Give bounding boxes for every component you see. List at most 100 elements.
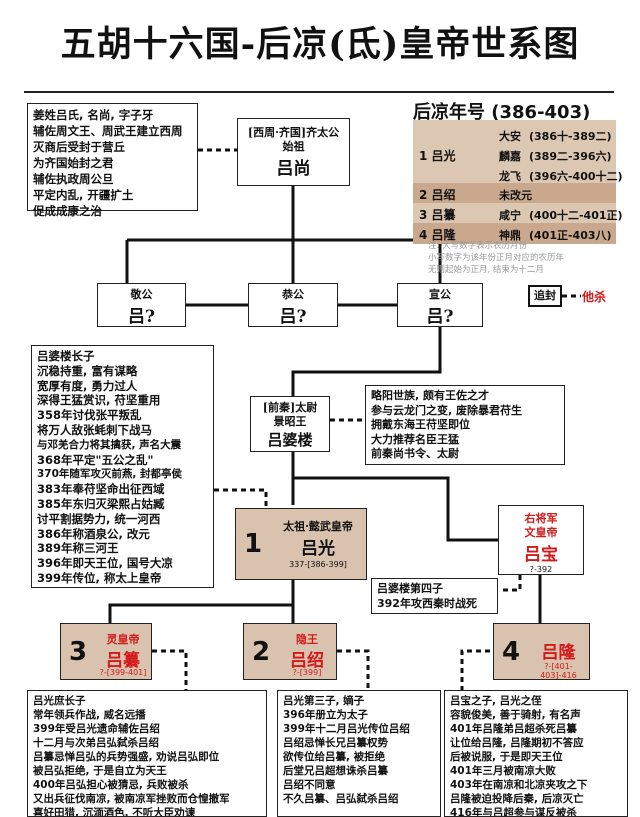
- note-line: 辅佐周文王、周武王建立西周: [33, 124, 183, 138]
- note-line: 383年奉苻坚命出征西域: [37, 482, 165, 497]
- node-name: 吕?: [128, 307, 155, 327]
- note-line: 为齐国始封之君: [33, 156, 114, 170]
- era-years: (400十二-401正): [529, 209, 623, 222]
- era-years: (389二-396六): [529, 150, 612, 163]
- note-line: 欲传位给吕纂, 被拒绝: [283, 751, 386, 763]
- note-line: 后堂兄吕超想诛杀吕纂: [283, 765, 388, 777]
- emperor-name: 吕光: [301, 539, 335, 559]
- era-name: 咸宁: [499, 209, 521, 222]
- emperor-number: 1: [244, 529, 263, 559]
- note-line: 396年即天王位, 国号大凉: [37, 556, 173, 571]
- note-line: 吕光庶长子: [33, 695, 86, 707]
- node-title: [前秦]太尉: [262, 401, 318, 414]
- node-xuangong: 宣公 吕?: [397, 283, 483, 327]
- node-title: [西周·齐国]齐太公: [247, 126, 340, 139]
- emperor-title: 太祖·懿武皇帝: [283, 520, 353, 533]
- note-lvpolou: 略阳世族, 颇有王佐之才 参与云龙门之变, 废除暴君苻生 拥戴东海王苻坚即位 大…: [365, 385, 565, 465]
- footnote-line: 无则起始为正月, 结束为十二月: [428, 265, 544, 275]
- node-name: 吕婆楼: [267, 431, 313, 449]
- era-row-lvshao: 2 吕绍 未改元: [413, 183, 616, 203]
- note-lvshang: 姜姓吕氏, 名尚, 字子牙 辅佐周文王、周武王建立西周 灭商后受封于营丘 为齐国…: [27, 103, 198, 218]
- note-line: 吕绍忌惮长兄吕纂权势: [283, 737, 388, 749]
- era-row-lvguang: 1 吕光 大安 (386十-389二) 麟嘉 (389二-396六) 龙飞 (3…: [413, 120, 623, 190]
- note-line: 399年受吕光遗命辅佐吕绍: [33, 723, 160, 735]
- node-title: 敬公: [130, 288, 153, 301]
- emperor-dates: ?-[401-403]-416: [540, 662, 577, 680]
- era-name: 未改元: [499, 189, 532, 202]
- note-line: 又出兵征伐南凉, 被南凉军挫败而仓惶撤军: [33, 793, 230, 805]
- line-lvguang-children: [108, 580, 295, 623]
- dash-lvlong-note: [460, 649, 490, 690]
- note-line: 前秦尚书令、太尉: [371, 447, 459, 460]
- node-lvbao: 右将军 文皇帝 吕宝 ?-392: [498, 505, 584, 575]
- note-line: 略阳世族, 颇有王佐之才: [371, 389, 490, 402]
- note-line: 大力推荐名臣王猛: [371, 432, 459, 446]
- era-row-lvzuan: 3 吕纂 咸宁 (400十二-401正): [413, 203, 623, 223]
- line-xuan-lvpolou: [291, 326, 442, 396]
- note-line: 吕婆楼第四子: [377, 582, 443, 595]
- note-lvlong: 吕宝之子, 吕光之侄 容貌俊美, 善于骑射, 有名声 401年吕隆弟吕超杀死吕纂…: [444, 690, 628, 817]
- emperor-dates: ?-[399]: [292, 668, 322, 677]
- note-line: 宽厚有度, 勇力过人: [37, 378, 138, 393]
- note-line: 399年传位, 称太上皇帝: [37, 570, 162, 585]
- note-line: 396年册立为太子: [283, 709, 368, 721]
- note-line: 吕绍不同意: [283, 779, 336, 791]
- node-title: 恭公: [282, 288, 304, 301]
- note-line: 平定内乱, 开疆扩土: [33, 188, 134, 202]
- dash-lvbao-note: [500, 575, 522, 592]
- footnote-line: 小写数字为该年份正月对应的农历年: [428, 253, 565, 263]
- note-line: 参与云龙门之变, 废除暴君苻生: [371, 403, 523, 417]
- note-line: 辅佐执政周公旦: [33, 172, 114, 186]
- emperor-number: 2: [252, 636, 271, 667]
- note-line: 促成成康之治: [33, 204, 102, 218]
- dash-lvshao-note: [337, 649, 370, 690]
- note-line: 392年攻西秦时战死: [377, 596, 477, 610]
- node-name: 吕尚: [276, 159, 311, 179]
- node-lvzuan: 3 灵皇帝 吕纂 ?-[399-401]: [60, 623, 152, 680]
- note-line: 喜好田猎, 沉湎酒色, 不听大臣劝谏: [33, 807, 196, 817]
- note-line: 吕婆楼长子: [37, 349, 95, 363]
- note-line: 吕隆被迫投降后秦, 后凉灭亡: [450, 793, 584, 805]
- emperor-name: 吕绍: [290, 651, 324, 671]
- note-line: 416年与吕超参与谋反被杀: [450, 807, 577, 817]
- note-line: 沉稳持重, 富有谋略: [37, 363, 138, 378]
- note-line: 容貌俊美, 善于骑射, 有名声: [450, 709, 581, 721]
- note-lvbao: 吕婆楼第四子 392年攻西秦时战死: [371, 578, 498, 614]
- note-line: 灭商后受封于营丘: [33, 140, 125, 154]
- era-name: 龙飞: [499, 170, 521, 183]
- note-lvguang: 吕婆楼长子 沉稳持重, 富有谋略 宽厚有度, 勇力过人 深得王猛赏识, 苻坚重用…: [31, 345, 214, 588]
- note-line: 399年十二月吕光传位吕绍: [283, 723, 410, 735]
- note-line: 被吕弘拒绝, 于是自立为天王: [33, 765, 167, 777]
- node-gonggong: 恭公 吕?: [248, 283, 338, 327]
- note-line: 深得王猛赏识, 苻坚重用: [37, 393, 161, 408]
- node-subtitle: 文皇帝: [524, 526, 558, 539]
- note-line: 十二月与次弟吕弘弑杀吕绍: [33, 737, 159, 749]
- note-lvshao: 吕光第三子, 嫡子 396年册立为太子 399年十二月吕光传位吕绍 吕绍忌惮长兄…: [277, 690, 441, 817]
- era-ruler: 2 吕绍: [419, 188, 456, 202]
- node-lvshang: [西周·齐国]齐太公 始祖 吕尚: [237, 118, 350, 186]
- note-line: 吕宝之子, 吕光之侄: [450, 695, 542, 707]
- legend-posthumous: 追封: [528, 285, 562, 307]
- legend-killed: 他杀: [582, 290, 607, 304]
- era-years: (401正-403八): [529, 229, 612, 242]
- node-subtitle: 始祖: [282, 140, 305, 153]
- node-dates: ?-392: [529, 565, 553, 574]
- note-line: 不久吕纂、吕弘弑杀吕绍: [283, 793, 399, 805]
- era-ruler: 3 吕纂: [419, 208, 456, 222]
- node-name: 吕?: [279, 307, 307, 327]
- node-name: 吕?: [426, 307, 454, 327]
- node-jinggong: 敬公 吕?: [97, 283, 186, 327]
- note-line: 讨平割据势力, 统一河西: [37, 511, 161, 526]
- note-line: 常年领兵作战, 威名远播: [33, 709, 146, 721]
- era-years: (386十-389二): [529, 130, 612, 143]
- node-subtitle: 景昭王: [273, 415, 307, 428]
- emperor-number: 4: [502, 636, 521, 667]
- emperor-name: 吕纂: [106, 651, 140, 671]
- note-line: 386年称酒泉公, 改元: [37, 526, 150, 541]
- emperor-dates: 337-[386-399]: [289, 560, 347, 569]
- node-lvlong: 4 吕隆 ?-[401-403]-416: [493, 623, 590, 680]
- era-ruler: 4 吕隆: [419, 228, 456, 242]
- era-name: 大安: [499, 130, 521, 143]
- node-title: 右将军: [524, 512, 558, 525]
